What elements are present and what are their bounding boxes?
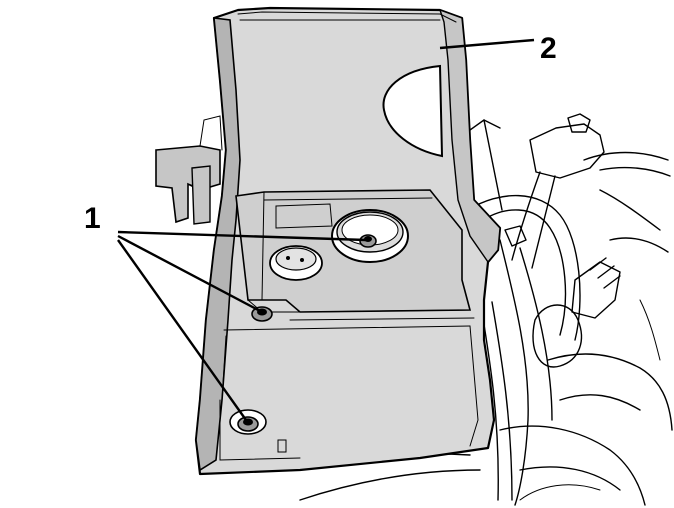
callout-fasteners: 1	[84, 202, 367, 421]
cover-assembly	[155, 6, 502, 476]
callout-label-cover: 2	[540, 32, 557, 65]
callout-label-fasteners: 1	[84, 202, 101, 235]
cover-cutout	[382, 64, 444, 158]
fastener-upper	[359, 234, 377, 248]
fastener-lower	[229, 409, 267, 435]
cover-left-flange	[195, 17, 241, 472]
cover-right-flange	[438, 8, 501, 264]
background-machinery	[279, 113, 673, 506]
callout-cover: 2	[439, 32, 557, 65]
small-cap	[269, 245, 323, 281]
